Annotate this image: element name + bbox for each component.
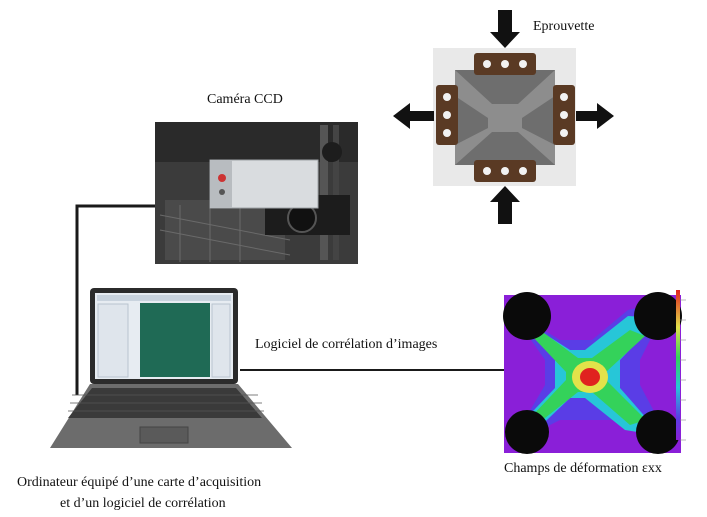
color-scale-bar (676, 290, 680, 440)
field-corner-bl (505, 410, 549, 454)
arrow-down-icon (490, 186, 520, 224)
specimen-label: Eprouvette (533, 19, 595, 34)
software-label: Logiciel de corrélation d’images (255, 337, 438, 352)
strain-field-label: Champs de déformation εxx (504, 461, 662, 476)
computer-label-line2: et d’un logiciel de corrélation (60, 496, 226, 511)
field-corner-tl (503, 292, 551, 340)
computer-label-line1: Ordinateur équipé d’une carte d’acquisit… (17, 475, 262, 490)
camera-to-computer-line (75, 204, 155, 395)
field-corner-br (636, 410, 680, 454)
camera-label: Caméra CCD (207, 92, 283, 107)
arrow-left-icon (393, 103, 434, 129)
arrow-up-icon (490, 10, 520, 48)
field-corner-tr (634, 292, 682, 340)
arrow-right-icon (576, 103, 614, 129)
